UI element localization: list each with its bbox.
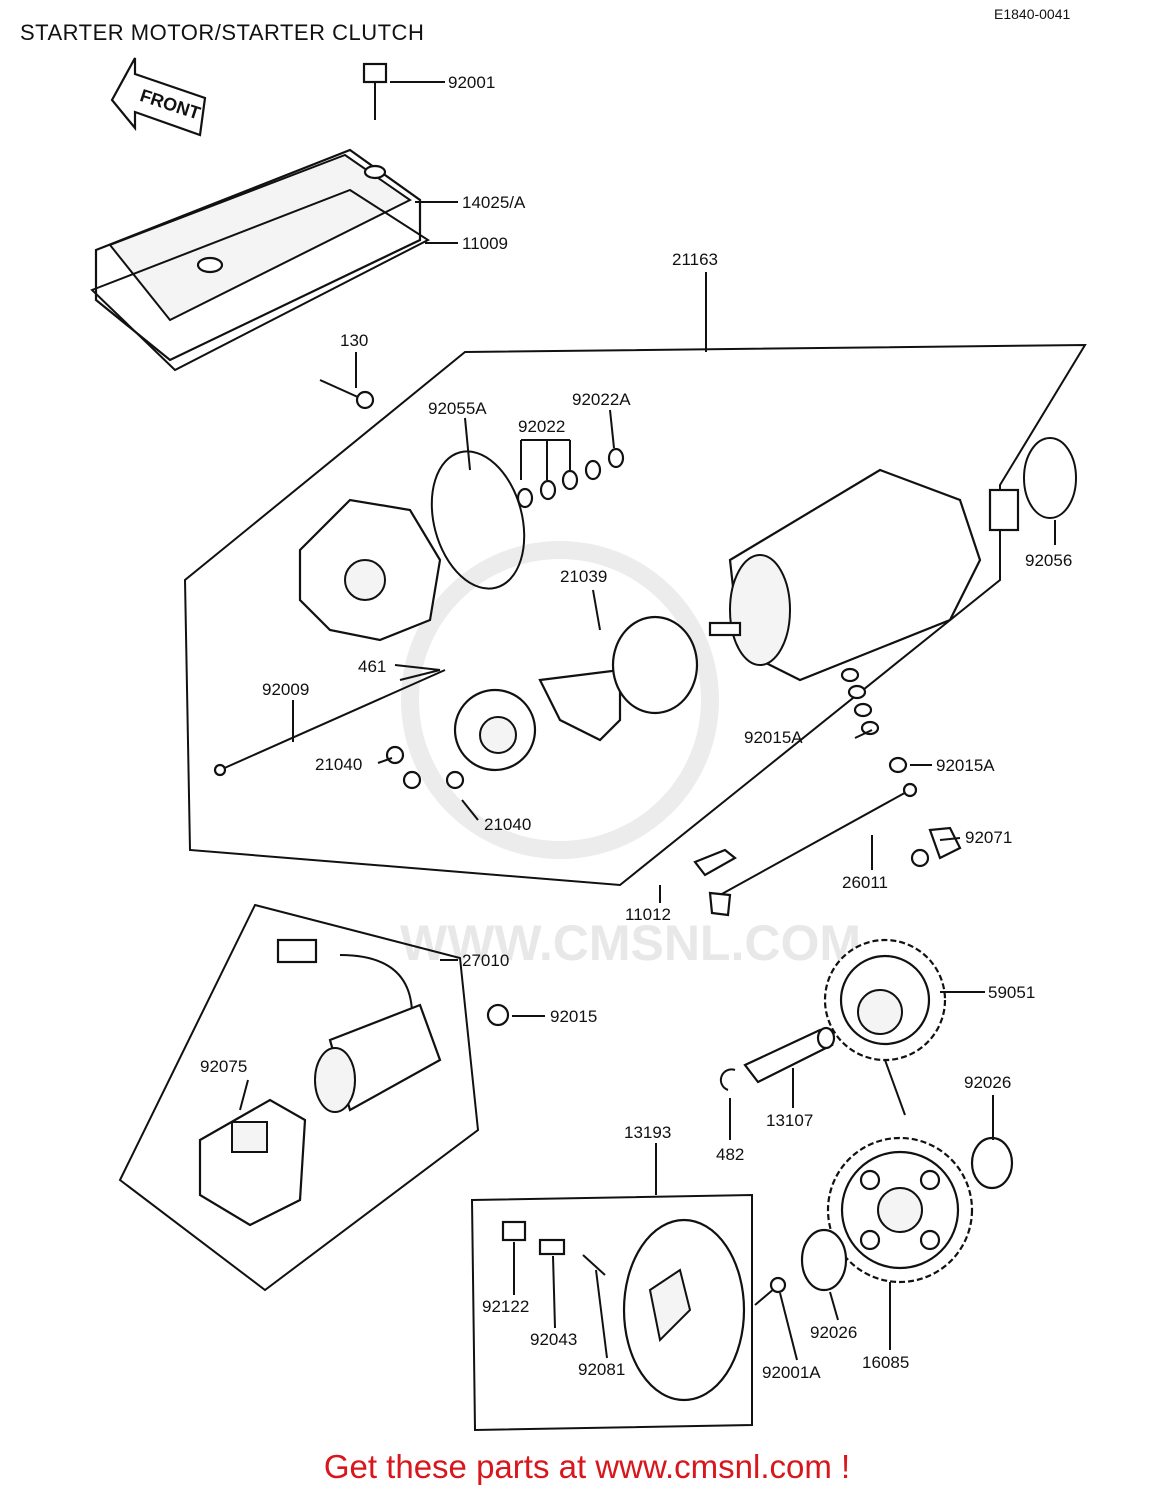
washer-stack-icon bbox=[840, 667, 908, 774]
brush-icon bbox=[385, 745, 465, 790]
washer-icon bbox=[970, 1136, 1014, 1190]
callout-label: 92026 bbox=[810, 1323, 857, 1342]
callout-label: 92015A bbox=[936, 756, 995, 775]
starter-relay-icon bbox=[276, 938, 442, 1113]
callout-label: 11012 bbox=[625, 905, 671, 924]
callout-label: 92022A bbox=[572, 390, 631, 409]
callout-label: 27010 bbox=[462, 951, 509, 970]
callout-label: 92001 bbox=[448, 73, 495, 92]
callout-label: 13107 bbox=[766, 1111, 813, 1130]
front-arrow-icon: FRONT bbox=[110, 57, 207, 137]
circlip-icon bbox=[719, 1068, 736, 1091]
callout-label: 92026 bbox=[964, 1073, 1011, 1092]
brush-holder-icon bbox=[453, 615, 699, 772]
roller-icon bbox=[501, 1220, 606, 1276]
callout-label: 59051 bbox=[988, 983, 1035, 1002]
bolt-icon bbox=[362, 62, 388, 120]
o-ring-icon bbox=[430, 450, 526, 590]
callout-label: 92122 bbox=[482, 1297, 529, 1316]
shaft-icon bbox=[743, 1026, 836, 1084]
callout-label: 21040 bbox=[315, 755, 362, 774]
callout-label: 130 bbox=[340, 331, 368, 350]
callout-label: 14025/A bbox=[462, 193, 526, 212]
relay-outline bbox=[118, 903, 480, 1292]
watermark: WWW.CMSNL.COM bbox=[400, 541, 861, 971]
callout-label: 92015 bbox=[550, 1007, 597, 1026]
bolt-icon bbox=[319, 379, 375, 410]
washer-icon bbox=[800, 1228, 848, 1292]
callout-label: 92022 bbox=[518, 417, 565, 436]
starter-clutch-icon bbox=[622, 1218, 746, 1402]
callout-label: 21040 bbox=[484, 815, 531, 834]
clutch-gear-icon bbox=[826, 1136, 974, 1284]
watermark-text: WWW.CMSNL.COM bbox=[400, 915, 861, 971]
gasket-icon bbox=[90, 188, 431, 372]
terminal-cap-icon bbox=[693, 826, 962, 877]
diagram-code: E1840-0041 bbox=[994, 6, 1071, 22]
clutch-outline bbox=[470, 1193, 753, 1432]
callout-label: 16085 bbox=[862, 1353, 909, 1372]
end-cover-icon bbox=[298, 498, 442, 642]
callout-label: 13193 bbox=[624, 1123, 671, 1142]
relay-cover-icon bbox=[198, 1098, 307, 1227]
callout-label: 92056 bbox=[1025, 551, 1072, 570]
callout-label: 92081 bbox=[578, 1360, 625, 1379]
callout-label: 92009 bbox=[262, 680, 309, 699]
callout-label: 92043 bbox=[530, 1330, 577, 1349]
callout-label: 11009 bbox=[462, 234, 508, 253]
callout-label: 92001A bbox=[762, 1363, 821, 1382]
leader-lines bbox=[239, 81, 1056, 1361]
nut-icon bbox=[486, 1003, 510, 1027]
through-bolt-icon bbox=[213, 669, 446, 777]
callout-label: 92055A bbox=[428, 399, 487, 418]
footer-link-text: Get these parts at www.cmsnl.com ! bbox=[323, 1448, 851, 1485]
callout-label: 21039 bbox=[560, 567, 607, 586]
callout-label: 21163 bbox=[672, 250, 718, 269]
callout-label: 92071 bbox=[965, 828, 1012, 847]
idler-gear-icon bbox=[823, 938, 947, 1116]
cable-icon bbox=[708, 782, 918, 917]
callout-label: 92015A bbox=[744, 728, 803, 747]
callout-label: 92075 bbox=[200, 1057, 247, 1076]
callout-label: 26011 bbox=[842, 873, 888, 892]
o-ring-icon bbox=[1023, 437, 1077, 519]
bolt-icon bbox=[754, 1276, 787, 1306]
callout-label: 482 bbox=[716, 1145, 744, 1164]
assembly-outline bbox=[183, 343, 1087, 887]
page-title: STARTER MOTOR/STARTER CLUTCH bbox=[20, 20, 425, 45]
washers-icon bbox=[516, 447, 625, 509]
cover-icon bbox=[94, 148, 422, 362]
callout-label: 461 bbox=[358, 657, 386, 676]
starter-motor-icon bbox=[708, 468, 1020, 682]
